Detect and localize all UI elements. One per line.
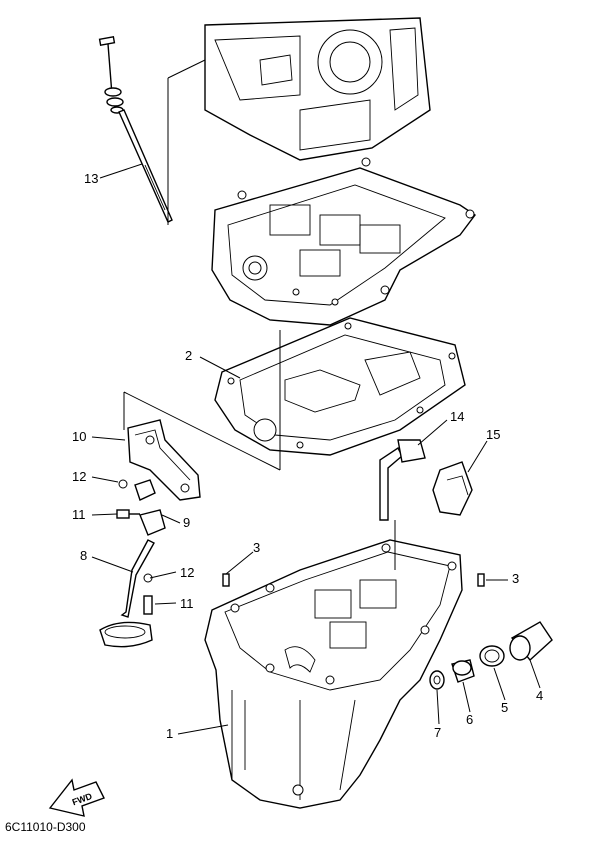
oil-pan-casing [204,539,463,809]
callout-9: 9 [183,515,190,530]
gasket [214,317,466,456]
callout-5: 5 [501,700,508,715]
exhaust-guide-plate [211,157,477,326]
callout-10: 10 [72,429,86,444]
callout-3-left: 3 [253,540,260,555]
engine-block-upper [204,17,431,161]
fwd-arrow-icon: FWD [48,778,105,817]
callout-labels: 13 2 14 15 10 12 11 9 8 12 11 3 3 1 7 6 … [72,171,543,741]
oil-strainer-bracket [116,419,201,536]
gasket-washer [429,670,445,690]
oil-strainer [99,539,155,648]
rubber-fitting [432,461,473,516]
callout-7: 7 [434,725,441,740]
callout-12-bottom: 12 [180,565,194,580]
callout-11-bottom: 11 [180,596,194,611]
callout-12-top: 12 [72,469,86,484]
oil-pipe [379,439,426,521]
callout-14: 14 [450,409,464,424]
hose-clamp [479,645,505,667]
hose-cap [509,621,553,662]
callout-1: 1 [166,726,173,741]
callout-3-right: 3 [512,571,519,586]
callout-4: 4 [536,688,543,703]
callout-6: 6 [466,712,473,727]
callout-15: 15 [486,427,500,442]
callout-8: 8 [80,548,87,563]
callout-13: 13 [84,171,98,186]
callout-11-top: 11 [72,507,86,522]
callout-2: 2 [185,348,192,363]
dipstick [98,36,173,223]
diagram-code: 6C11010-D300 [5,820,86,834]
leader-lines [91,59,541,735]
drain-plug [451,659,475,683]
